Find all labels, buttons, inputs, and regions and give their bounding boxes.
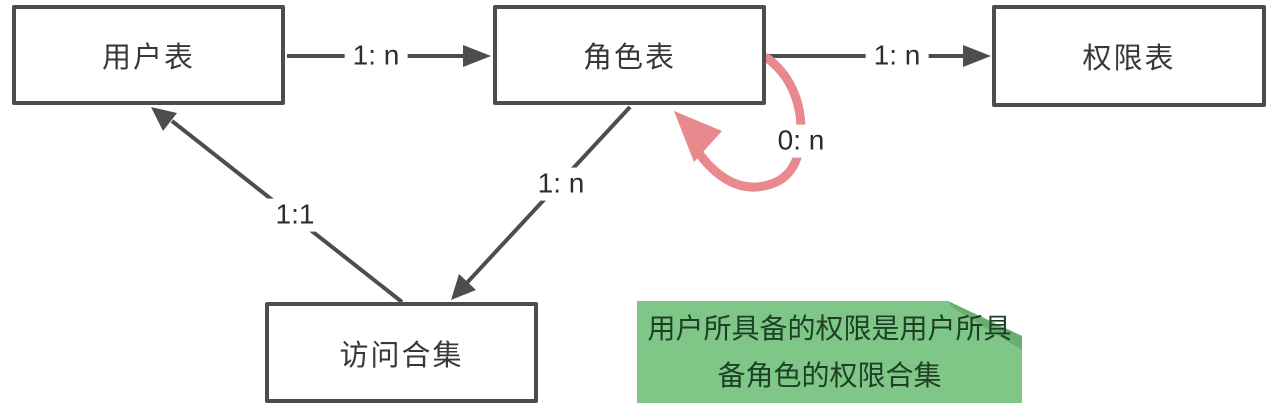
node-permissions-table: 权限表 <box>992 5 1266 107</box>
edge-label-roles-to-permissions: 1: n <box>865 39 929 73</box>
node-users-table-label: 用户表 <box>101 42 195 74</box>
note-annotation: 用户所具备的权限是用户所具 备角色的权限合集 <box>637 301 1022 403</box>
arrow-roles-self-loop-curve <box>682 53 806 192</box>
note-annotation-line1: 用户所具备的权限是用户所具 <box>647 313 1012 344</box>
node-roles-table-label: 角色表 <box>582 42 676 74</box>
edge-label-roles-self-loop: 0: n <box>769 124 833 158</box>
node-access-collection: 访问合集 <box>265 302 538 403</box>
arrow-roles-to-access-head <box>451 274 476 300</box>
node-users-table: 用户表 <box>12 5 285 105</box>
edge-label-access-to-users: 1:1 <box>267 198 323 232</box>
note-annotation-line2: 备角色的权限合集 <box>717 360 942 391</box>
node-access-collection-label: 访问合集 <box>339 339 464 372</box>
edge-label-roles-to-access: 1: n <box>529 167 593 201</box>
node-permissions-table-label: 权限表 <box>1082 43 1176 75</box>
note-background <box>637 301 1022 403</box>
arrow-access-to-users-head <box>151 107 177 131</box>
node-roles-table: 角色表 <box>493 5 766 105</box>
note-folded-corner <box>948 301 1022 350</box>
arrow-users-to-roles-head <box>463 45 491 67</box>
edge-label-users-to-roles: 1: n <box>344 39 408 73</box>
arrow-roles-self-loop-head <box>674 111 722 162</box>
arrow-roles-to-permissions-head <box>963 45 991 67</box>
